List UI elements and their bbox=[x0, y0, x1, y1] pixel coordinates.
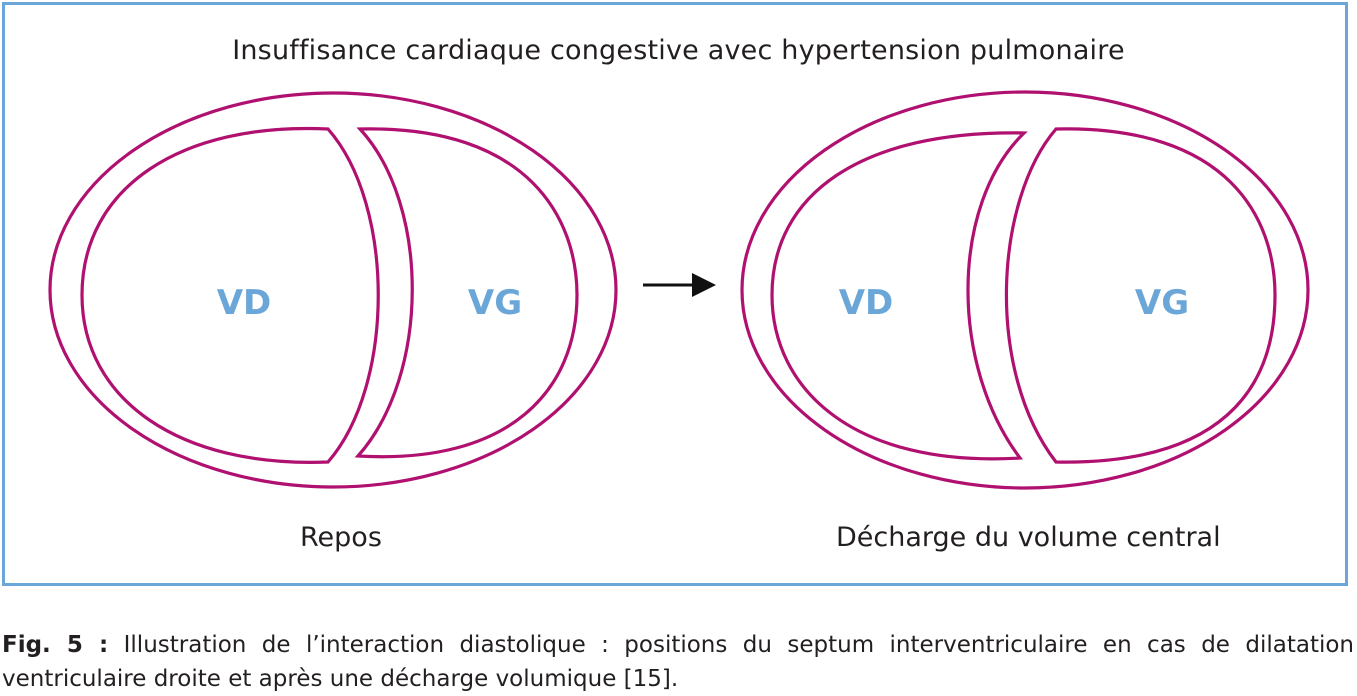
diagram-title: Insuffisance cardiaque congestive avec h… bbox=[232, 35, 1125, 66]
heart-rest: VD VG bbox=[48, 91, 618, 489]
left-ventricle-cavity bbox=[1004, 127, 1277, 464]
panel-caption-rest: Repos bbox=[300, 522, 382, 553]
heart-diagram: VD VG VD VG bbox=[48, 90, 1310, 490]
left-ventricle-label: VG bbox=[1135, 283, 1189, 323]
heart-unloaded: VD VG bbox=[740, 90, 1310, 490]
right-ventricle-label: VD bbox=[217, 283, 272, 323]
figure-caption: Fig. 5 : Illustration de l’interaction d… bbox=[2, 628, 1354, 696]
figure-caption-text: Illustration de l’interaction diastoliqu… bbox=[2, 632, 1354, 692]
left-ventricle-cavity bbox=[354, 127, 579, 459]
pericardium-outline bbox=[740, 90, 1310, 490]
left-ventricle-label: VG bbox=[468, 283, 522, 323]
right-ventricle-cavity bbox=[80, 126, 380, 464]
figure-label: Fig. 5 : bbox=[2, 632, 109, 658]
figure-frame bbox=[2, 2, 1348, 586]
panel-caption-unloaded: Décharge du volume central bbox=[836, 522, 1221, 553]
right-ventricle-cavity bbox=[770, 131, 1028, 461]
right-arrow-icon bbox=[643, 273, 716, 297]
right-ventricle-label: VD bbox=[839, 283, 894, 323]
pericardium-outline bbox=[48, 91, 618, 489]
